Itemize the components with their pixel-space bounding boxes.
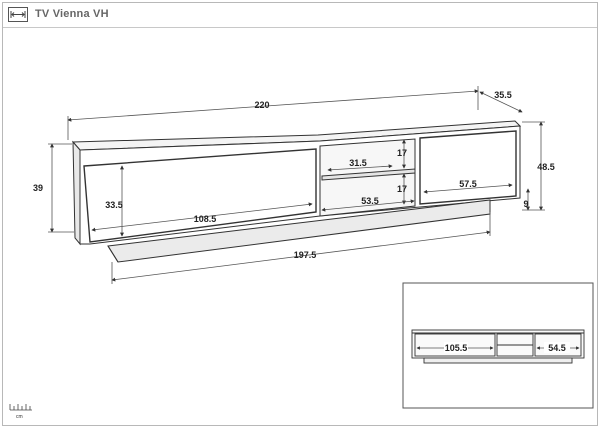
dim-line-total-width — [67, 89, 479, 122]
dim-line-left-door-width — [91, 202, 313, 232]
label-total-width: 220 — [254, 100, 269, 110]
dim-line-right-door-width — [423, 183, 513, 194]
header: TV Vienna VH — [3, 3, 597, 27]
label-left-door-width: 108.5 — [194, 214, 217, 224]
label-height-right: 48.5 — [537, 162, 555, 172]
label-shelf-width: 53.5 — [361, 196, 379, 206]
dim-line-base-width — [111, 230, 491, 282]
scale-unit: cm — [16, 414, 23, 420]
tv-cabinet — [71, 120, 522, 263]
inset-right-door — [534, 333, 582, 357]
inset-front-view: 105.5 54.5 — [402, 282, 594, 409]
label-inner-right-width: 54.5 — [548, 343, 566, 353]
label-depth: 35.5 — [494, 90, 512, 100]
label-upper-shelf-height: 17 — [397, 148, 407, 158]
header-divider — [3, 27, 597, 28]
open-shelf-compartment — [319, 138, 416, 217]
inset-left-door — [414, 333, 496, 357]
label-lower-shelf-height: 17 — [397, 184, 407, 194]
label-height-left: 39 — [33, 183, 43, 193]
label-base-height: 9 — [523, 199, 528, 209]
label-right-door-width: 57.5 — [459, 179, 477, 189]
right-door — [419, 130, 517, 205]
dimension-lines — [48, 86, 545, 284]
inset-base — [423, 357, 573, 364]
page-title: TV Vienna VH — [35, 8, 109, 20]
dim-line-depth — [479, 91, 523, 113]
label-base-width: 197.5 — [294, 250, 317, 260]
label-inner-left-width: 105.5 — [445, 343, 468, 353]
ruler-icon — [9, 404, 32, 411]
dim-line-shelf-depth — [327, 164, 393, 172]
label-shelf-depth: 31.5 — [349, 158, 367, 168]
dim-line-shelf-width — [321, 199, 415, 212]
width-arrows-icon — [8, 7, 28, 22]
label-door-height: 33.5 — [105, 200, 123, 210]
cabinet-left-side — [72, 140, 81, 246]
